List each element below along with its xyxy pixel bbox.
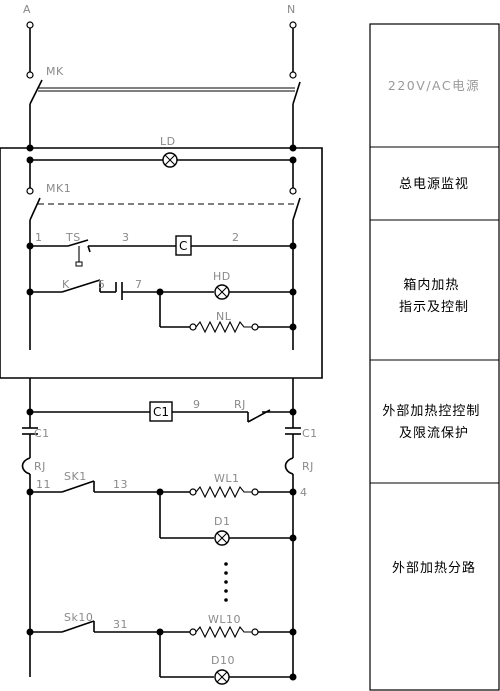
d1-label: D1 [214, 515, 230, 528]
contact-c [115, 282, 123, 300]
switch-sk10 [61, 620, 95, 633]
wl1-label: WL1 [214, 472, 240, 485]
terminal-a [26, 21, 34, 29]
node-1-label: 1 [35, 231, 43, 244]
lamp-d10 [214, 669, 230, 685]
node-4-label: 4 [300, 486, 308, 499]
panel-internal-heating-line: 指示及控制 [399, 300, 469, 315]
ld-label: LD [160, 135, 176, 148]
node-2-label: 2 [232, 231, 240, 244]
node-31-label: 31 [113, 618, 128, 631]
rj-element-right [284, 457, 294, 475]
panel-external-heating-control-line: 及限流保护 [399, 426, 469, 441]
c1-contact-right [285, 412, 301, 458]
node-13-label: 13 [113, 478, 128, 491]
rj-left-label: RJ [34, 460, 46, 473]
power-lamp-ld [162, 152, 178, 168]
panel-external-heating-control: 外部加热控控制 及限流保护 [382, 404, 485, 441]
switch-sk1 [61, 480, 95, 493]
node-3-label: 3 [122, 231, 130, 244]
terminal-a-label: A [23, 3, 31, 16]
panel-internal-heating-line: 箱内加热 [403, 277, 459, 293]
heat-lamp-hd [214, 284, 230, 300]
c1-coil-label: C1 [153, 405, 169, 419]
thermostat-ts [67, 239, 91, 267]
panel-external-heating-control-line: 外部加热控控制 [382, 404, 480, 419]
nl-label: NL [216, 310, 232, 323]
hd-label: HD [213, 270, 231, 283]
rj-right-label: RJ [302, 460, 314, 473]
mk1-label: MK1 [46, 182, 71, 195]
heater-wl10 [195, 625, 252, 639]
enclosure-outline [0, 147, 323, 379]
node-5-label: 5 [98, 278, 106, 291]
switch-mk1 [26, 187, 301, 221]
c1-left-label: C1 [34, 427, 50, 440]
wl10-label: WL10 [208, 613, 241, 626]
panel-power-source: 220V/AC电源 [388, 78, 480, 93]
ts-label: TS [65, 231, 81, 244]
rj-element-left [21, 457, 31, 475]
k-label: K [62, 278, 70, 291]
terminal-n-label: N [287, 3, 296, 16]
panel-external-heating-branches: 外部加热分路 [392, 560, 476, 576]
button-k [61, 279, 101, 293]
c-label: C [179, 239, 187, 253]
node-7-label: 7 [135, 278, 143, 291]
heater-nl [195, 320, 252, 334]
d10-label: D10 [211, 654, 235, 667]
sk10-label: Sk10 [64, 611, 93, 624]
panel-internal-heating: 箱内加热 指示及控制 [399, 277, 469, 315]
c1-contact-left [22, 412, 38, 458]
panel-main-power-monitor: 总电源监视 [399, 177, 469, 192]
node-11-label: 11 [36, 478, 51, 491]
continuation-dots [224, 562, 228, 602]
terminal-n [289, 21, 297, 29]
rj-label: RJ [234, 398, 246, 411]
c1-right-label: C1 [302, 427, 318, 440]
heater-wl1 [195, 485, 252, 499]
node-9-label: 9 [193, 398, 201, 411]
sk1-label: SK1 [64, 470, 87, 483]
description-panels [369, 23, 500, 691]
lamp-d1 [214, 530, 230, 546]
mk-label: MK [46, 65, 64, 78]
main-switch-mk [26, 71, 301, 105]
